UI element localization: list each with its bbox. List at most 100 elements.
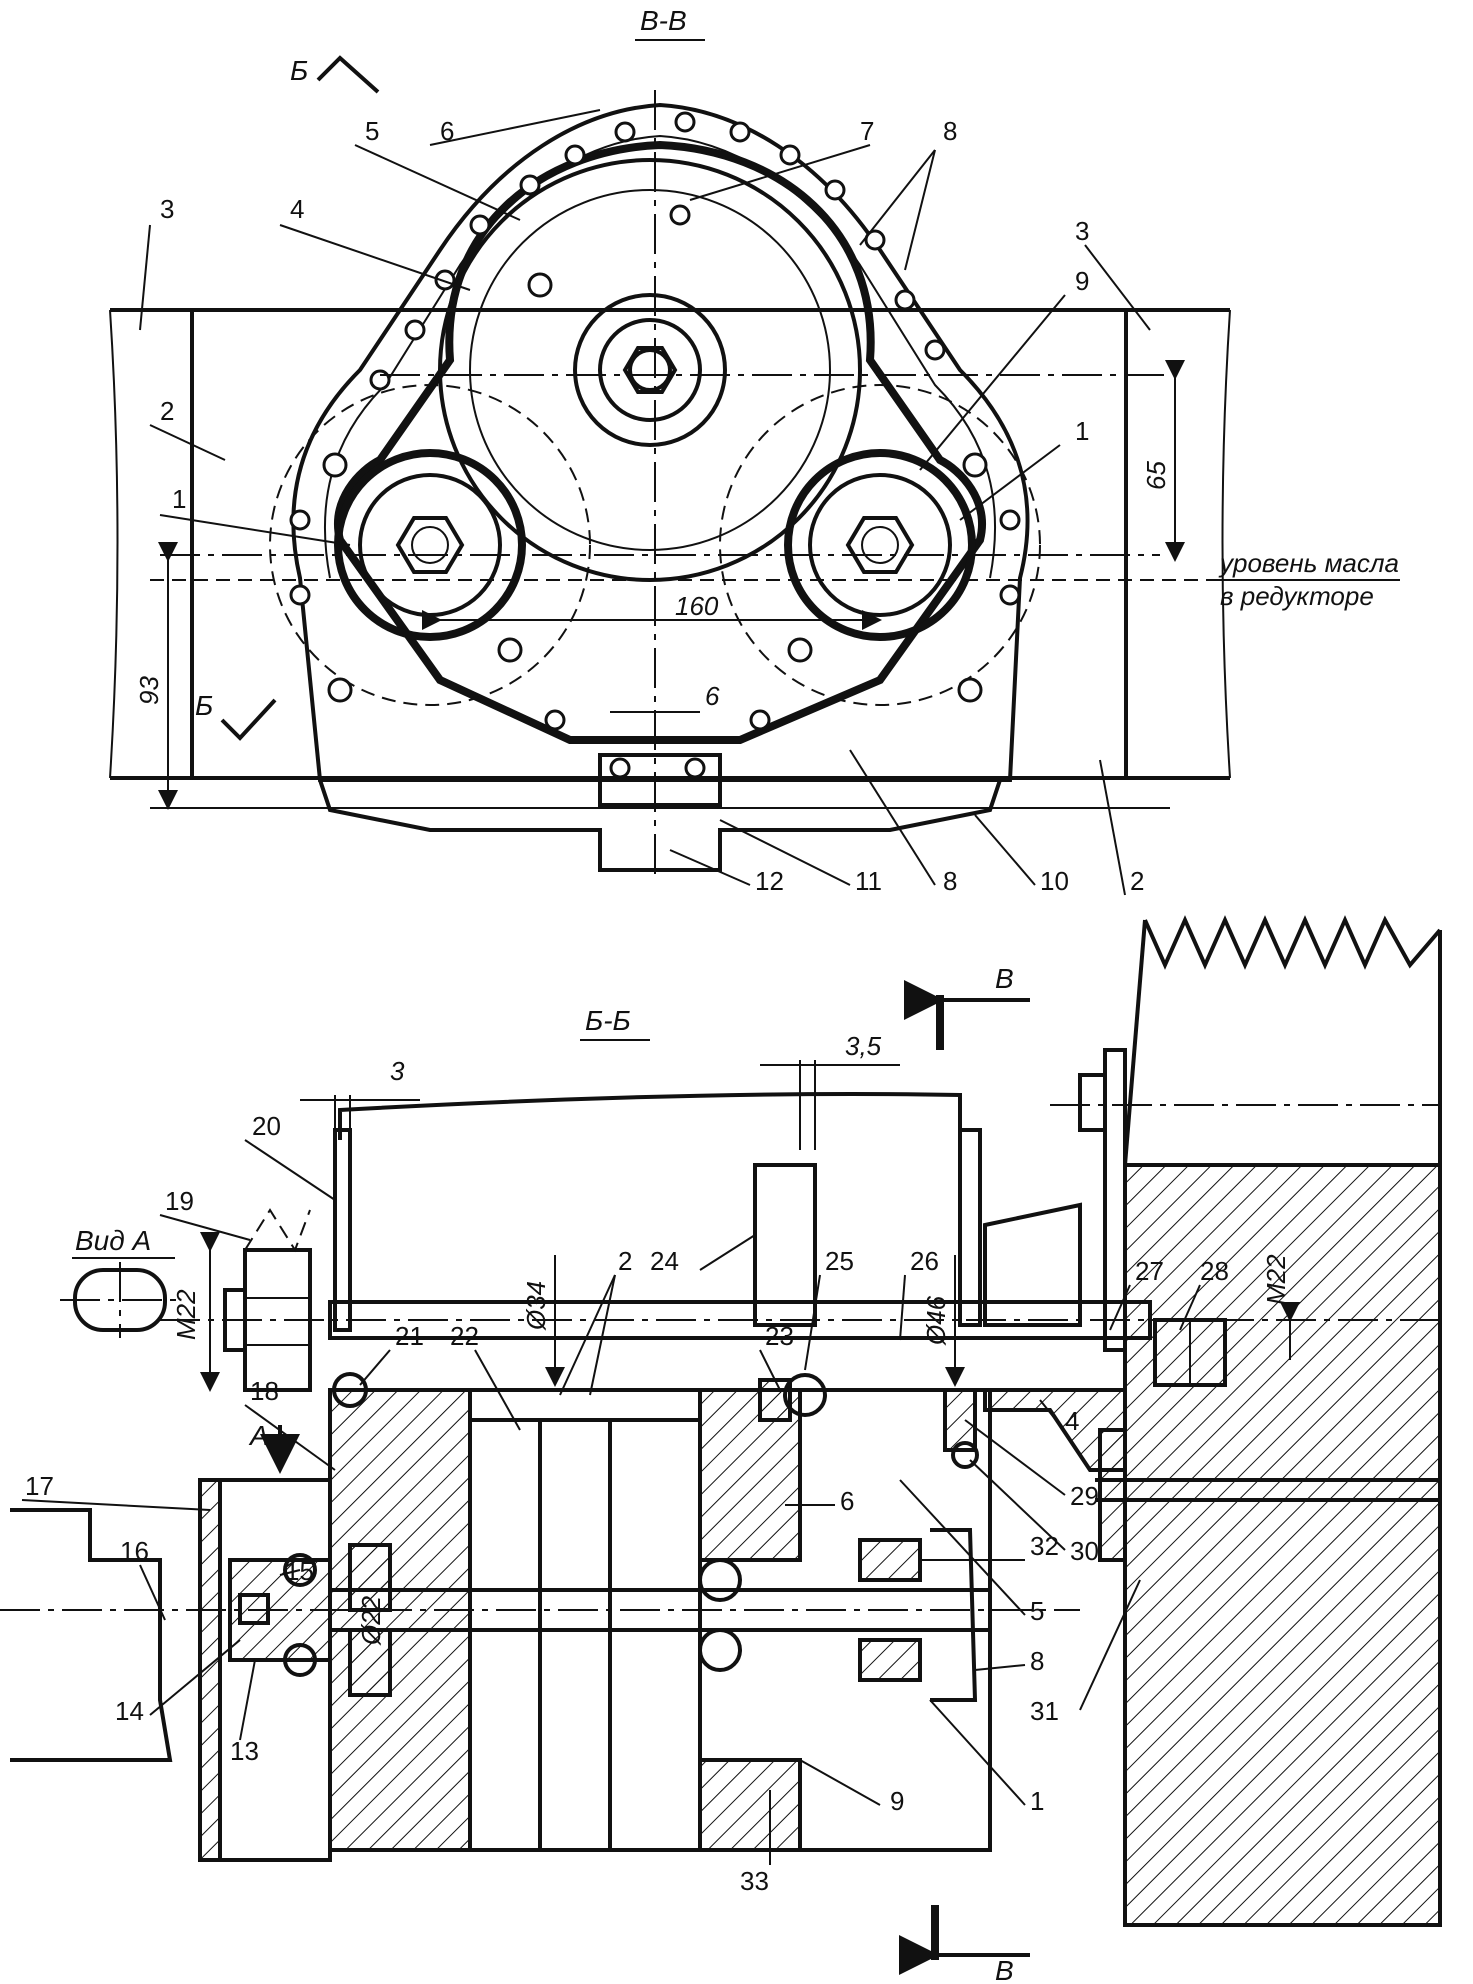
bearing-21: [332, 1372, 368, 1408]
dim-93: 93: [134, 676, 164, 705]
view-v-v: В-В Б: [109, 5, 1400, 896]
dim-m22-left: M22: [171, 1289, 201, 1340]
callout-b-1: 1: [1030, 1786, 1044, 1816]
bearing-lower-lower: [698, 1628, 742, 1672]
part-27-flange: [983, 1202, 1082, 1327]
bolt-15-head: [283, 1553, 317, 1587]
central-nut: [622, 346, 678, 394]
drain-flange: [598, 753, 722, 807]
callout-b-20: 20: [252, 1111, 281, 1141]
dim-65: 65: [1141, 461, 1171, 490]
section-mark-v-bottom: В: [995, 1955, 1014, 1984]
section-arrow-b-top: [316, 55, 380, 94]
callout-8-top: 8: [943, 116, 957, 146]
oil-level-note-line2: в редукторе: [1220, 581, 1374, 611]
callout-b-2: 2: [618, 1246, 632, 1276]
callout-b-17: 17: [25, 1471, 54, 1501]
wall-break-line: [1143, 915, 1442, 970]
callout-b-26: 26: [910, 1246, 939, 1276]
bottom-callouts: 1 2 4 5 6 8 9 13 14 15 16 17 18: [21, 1111, 1229, 1896]
cover-4: [983, 1388, 1127, 1472]
callout-9: 9: [1075, 266, 1089, 296]
callout-4: 4: [290, 194, 304, 224]
part-16-body: [10, 1508, 173, 1762]
top-callouts: 1 1 2 2 3 3 4 5 6 7 8 8 9: [139, 109, 1151, 896]
right-sprocket: [784, 449, 976, 641]
view-a-label: Вид А: [75, 1225, 151, 1256]
callout-b-30: 30: [1070, 1536, 1099, 1566]
part-24-body: [753, 1163, 817, 1327]
chain-belt: [334, 140, 986, 744]
central-hub: [573, 293, 727, 447]
callout-b-9: 9: [890, 1786, 904, 1816]
bolt-head-30: [1098, 1428, 1127, 1562]
callout-b-14: 14: [115, 1696, 144, 1726]
callout-b-28: 28: [1200, 1256, 1229, 1286]
callout-b-19: 19: [165, 1186, 194, 1216]
view-a-arrow-label: А: [248, 1420, 269, 1451]
left-nut: [395, 516, 465, 574]
callout-b-25: 25: [825, 1246, 854, 1276]
callout-b-31: 31: [1030, 1696, 1059, 1726]
callout-8-bottom: 8: [943, 866, 957, 896]
housing-section-left: [328, 1388, 472, 1852]
callout-6: 6: [440, 116, 454, 146]
callout-2-right: 2: [1130, 866, 1144, 896]
dim-3: 3: [390, 1056, 405, 1086]
callout-b-29: 29: [1070, 1481, 1099, 1511]
view-b-b: Б-Б В В: [0, 915, 1442, 1984]
wall-section: [1123, 1163, 1442, 1927]
callout-b-23: 23: [765, 1321, 794, 1351]
callout-3-left: 3: [160, 194, 174, 224]
housing-section-right-lower: [698, 1758, 802, 1852]
callout-b-18: 18: [250, 1376, 279, 1406]
callout-1-left: 1: [172, 484, 186, 514]
dim-dia46: Ø46: [921, 1295, 951, 1346]
callout-b-32: 32: [1030, 1531, 1059, 1561]
seal-left-lower: [348, 1628, 392, 1697]
cover-8: [930, 1528, 978, 1702]
plate-20: [333, 1128, 352, 1332]
callout-b-6: 6: [840, 1486, 854, 1516]
callout-12: 12: [755, 866, 784, 896]
oil-level-note-line1: уровень масла: [1218, 548, 1399, 578]
seal-29: [943, 1388, 977, 1452]
dim-3-5: 3,5: [845, 1031, 882, 1061]
callout-1-right: 1: [1075, 416, 1089, 446]
callout-5: 5: [365, 116, 379, 146]
bearing-lower-upper: [698, 1558, 742, 1602]
callout-11: 11: [855, 866, 882, 896]
dim-160: 160: [675, 591, 719, 621]
callout-7: 7: [860, 116, 874, 146]
callout-10: 10: [1040, 866, 1069, 896]
callout-b-27: 27: [1135, 1256, 1164, 1286]
callout-b-8: 8: [1030, 1646, 1044, 1676]
large-sprocket: [438, 158, 862, 582]
callout-b-5: 5: [1030, 1596, 1044, 1626]
oil-pan: [318, 779, 1002, 872]
section-mark-b-lower: Б: [195, 690, 213, 721]
dim-dia22: Ø22: [356, 1595, 386, 1646]
gearbox-housing: [291, 102, 1030, 782]
dim-dia34: Ø34: [521, 1281, 551, 1331]
large-sprocket-section: [468, 1418, 702, 1852]
callout-b-4: 4: [1065, 1406, 1079, 1436]
dim-6-top: 6: [705, 681, 720, 711]
callout-b-24: 24: [650, 1246, 679, 1276]
callout-b-33: 33: [740, 1866, 769, 1896]
ring-30: [951, 1441, 979, 1469]
callout-b-21: 21: [395, 1321, 424, 1351]
section-arrow-b-lower: [220, 698, 277, 741]
view-title-v-v: В-В: [640, 5, 687, 36]
left-sprocket: [334, 449, 526, 641]
motor-outline: [338, 1092, 962, 1300]
callout-b-13: 13: [230, 1736, 259, 1766]
mounting-plate: [1103, 1048, 1127, 1352]
seal-left-upper: [348, 1543, 392, 1612]
right-nut: [845, 516, 915, 574]
callout-2-left: 2: [160, 396, 174, 426]
sprocket-32: [858, 1538, 922, 1582]
view-title-b-b: Б-Б: [585, 1005, 631, 1036]
callout-3-right: 3: [1075, 216, 1089, 246]
